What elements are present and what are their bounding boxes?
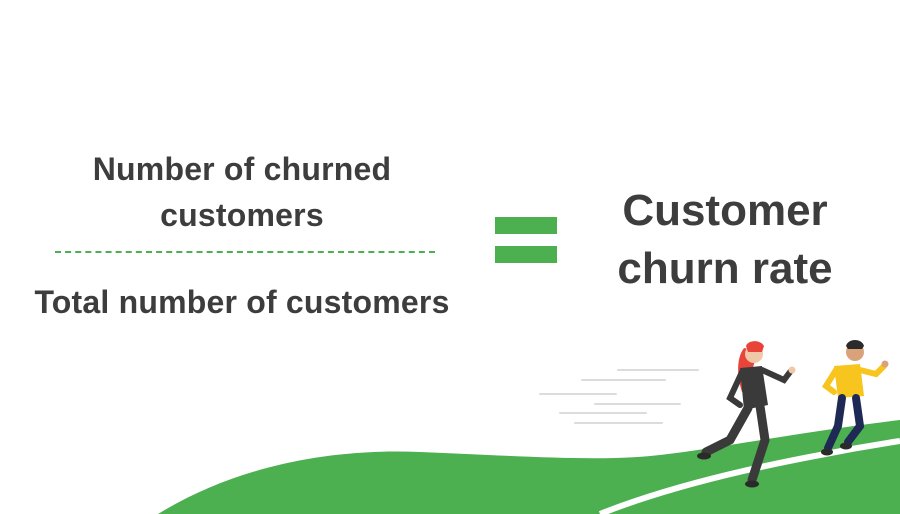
speed-lines-icon	[539, 369, 699, 424]
green-hill	[158, 420, 900, 514]
equals-bar-top	[495, 217, 557, 234]
equals-bar-bottom	[495, 246, 557, 263]
white-path	[598, 438, 900, 514]
formula-result: Customer churn rate	[617, 186, 833, 293]
formula-numerator: Number of churned customers	[92, 151, 392, 233]
formula-denominator: Total number of customers	[34, 284, 450, 320]
running-man-icon	[821, 340, 889, 456]
running-woman-icon	[697, 341, 796, 488]
fraction-divider	[55, 251, 435, 253]
